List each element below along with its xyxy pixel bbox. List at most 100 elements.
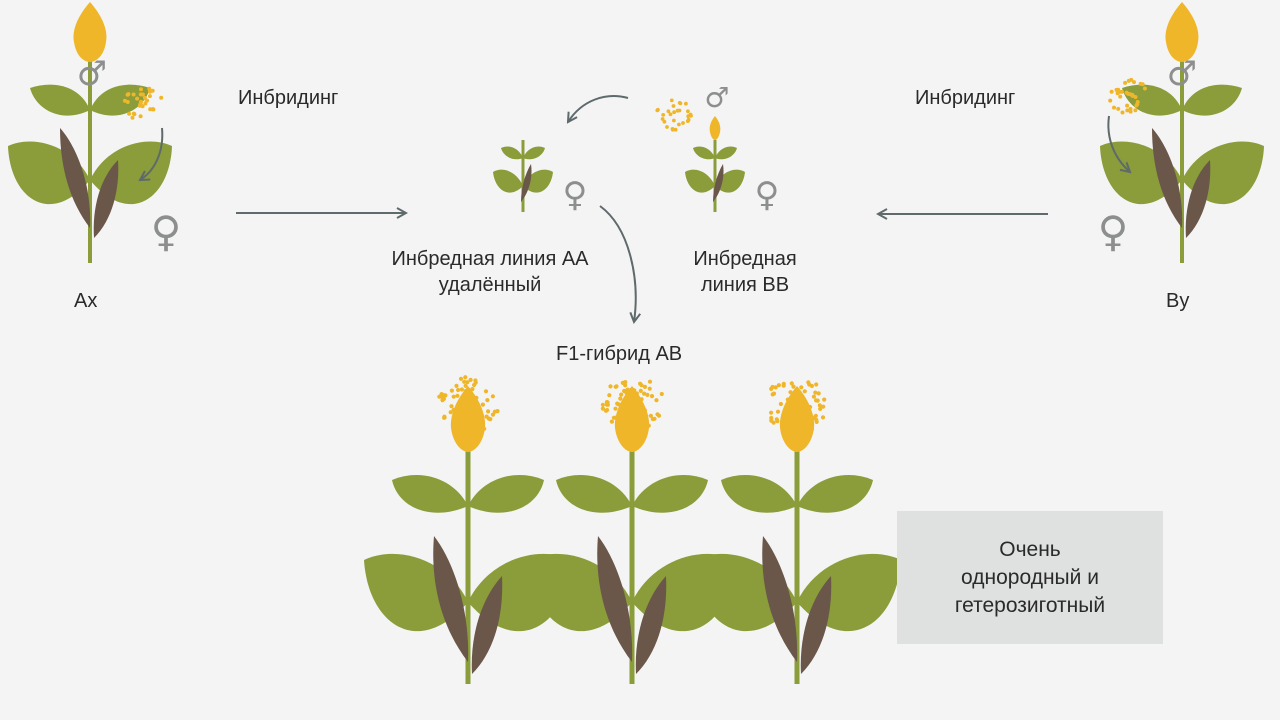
pollen-dot xyxy=(453,420,459,425)
pollen-dot xyxy=(634,391,640,396)
pollen-dot xyxy=(441,393,446,398)
male-symbol-ax: ♂ xyxy=(77,54,107,94)
pollen-dot xyxy=(811,394,817,399)
pollen-dot xyxy=(802,389,807,394)
arrow-self-pollination-ax xyxy=(140,127,164,180)
label-parent-ax: Ax xyxy=(74,290,98,312)
pollen-dot xyxy=(1123,80,1128,85)
pollen-cluster-f1-1 xyxy=(437,375,500,434)
pollen-dot xyxy=(622,388,627,394)
pollen-dot xyxy=(659,391,664,397)
pollen-dot xyxy=(631,417,636,422)
label-inbred-line-aa-line2: удалённый xyxy=(438,274,542,296)
pollen-dot xyxy=(463,389,468,394)
pollen-dot xyxy=(1126,78,1131,83)
note-text: Очень однородный и гетерозиготный xyxy=(955,536,1105,620)
arrow-self-pollination-by xyxy=(1107,115,1130,172)
pollen-dot xyxy=(655,108,660,113)
female-symbol-ax: ♀ xyxy=(151,207,182,256)
pollen-dot xyxy=(458,426,463,431)
pollen-dot xyxy=(798,403,803,408)
pollen-dot xyxy=(647,386,652,391)
pollen-dot xyxy=(655,412,660,417)
pollen-dot xyxy=(793,391,798,396)
pollen-dot xyxy=(618,426,624,431)
pollen-dot xyxy=(607,393,612,398)
pollen-dot xyxy=(451,407,456,412)
pollen-dot xyxy=(1133,108,1138,113)
pollen-dot xyxy=(660,117,665,121)
pollen-dot xyxy=(789,381,794,386)
pollen-dot xyxy=(809,427,815,432)
pollen-dot xyxy=(1116,106,1121,111)
pollen-dot xyxy=(1120,110,1125,115)
pollen-dot xyxy=(138,114,143,119)
pollen-dot xyxy=(608,384,613,389)
pollen-dot xyxy=(780,427,785,432)
pollen-dot xyxy=(440,398,445,403)
pollen-dot xyxy=(788,390,793,395)
pollen-dot xyxy=(473,378,478,383)
pollen-dot xyxy=(1135,100,1140,104)
pollen-dot xyxy=(813,390,818,395)
pollen-dot xyxy=(485,398,490,403)
pollen-dot xyxy=(147,94,152,99)
pollen-dot xyxy=(670,127,675,132)
pollen-dot xyxy=(814,382,819,387)
pollen-dot xyxy=(639,397,644,402)
label-inbred-line-aa-line1: Инбредная линия АА xyxy=(391,248,589,270)
pollen-dot xyxy=(793,427,798,432)
pollen-dot xyxy=(616,402,621,407)
pollen-dot xyxy=(472,382,477,388)
pollen-dot xyxy=(812,416,817,421)
pollen-dot xyxy=(1133,95,1138,99)
pollen-dot xyxy=(1117,89,1122,94)
pollen-dot xyxy=(122,98,127,103)
pollen-dot xyxy=(677,122,681,127)
pollen-dot xyxy=(818,406,823,411)
pollen-dot xyxy=(1125,108,1130,113)
pollen-dot xyxy=(635,408,640,413)
pollen-dot xyxy=(621,410,626,415)
pollen-dot xyxy=(486,409,491,414)
note-line3: гетерозиготный xyxy=(954,593,1106,617)
pollen-dot xyxy=(482,426,487,431)
pollen-dot xyxy=(678,101,683,106)
pollen-dot xyxy=(621,414,626,419)
pollen-dot xyxy=(652,416,657,421)
pollen-dot xyxy=(462,379,467,384)
pollen-dot xyxy=(816,391,821,396)
pollen-dot xyxy=(139,99,143,104)
pollen-dot xyxy=(638,388,643,393)
pollen-dot xyxy=(628,399,634,404)
pollen-dot xyxy=(627,405,632,410)
pollen-dot xyxy=(628,423,633,428)
note-line2: однородный и xyxy=(961,565,1099,589)
pollen-dot xyxy=(769,410,774,415)
pollen-dot xyxy=(649,394,655,399)
arrow-bb-pollen-to-aa xyxy=(568,95,629,122)
pollen-dot xyxy=(774,417,779,422)
pollen-dot xyxy=(471,411,476,417)
pollen-dot xyxy=(771,391,777,396)
pollen-dot xyxy=(495,409,500,414)
pollen-dot xyxy=(1128,92,1133,97)
pollen-dot xyxy=(1125,103,1130,108)
pollen-dot xyxy=(632,388,637,393)
pollen-dot xyxy=(817,403,822,408)
pollen-dot xyxy=(463,383,468,388)
pollen-cluster-f1-2 xyxy=(600,379,664,431)
pollen-dot xyxy=(775,409,781,414)
pollen-dot xyxy=(793,404,798,410)
pollen-dot xyxy=(626,414,631,419)
pollen-dot xyxy=(773,385,778,390)
pollen-dot xyxy=(449,404,454,409)
pollen-dot xyxy=(791,384,796,389)
pollen-dot xyxy=(488,417,493,422)
pollen-dot xyxy=(135,96,140,101)
pollen-dot xyxy=(442,414,447,419)
pollen-dot xyxy=(648,413,654,418)
pollen-dot xyxy=(456,416,461,421)
pollen-dot xyxy=(642,391,647,396)
pollen-dot xyxy=(454,383,459,388)
